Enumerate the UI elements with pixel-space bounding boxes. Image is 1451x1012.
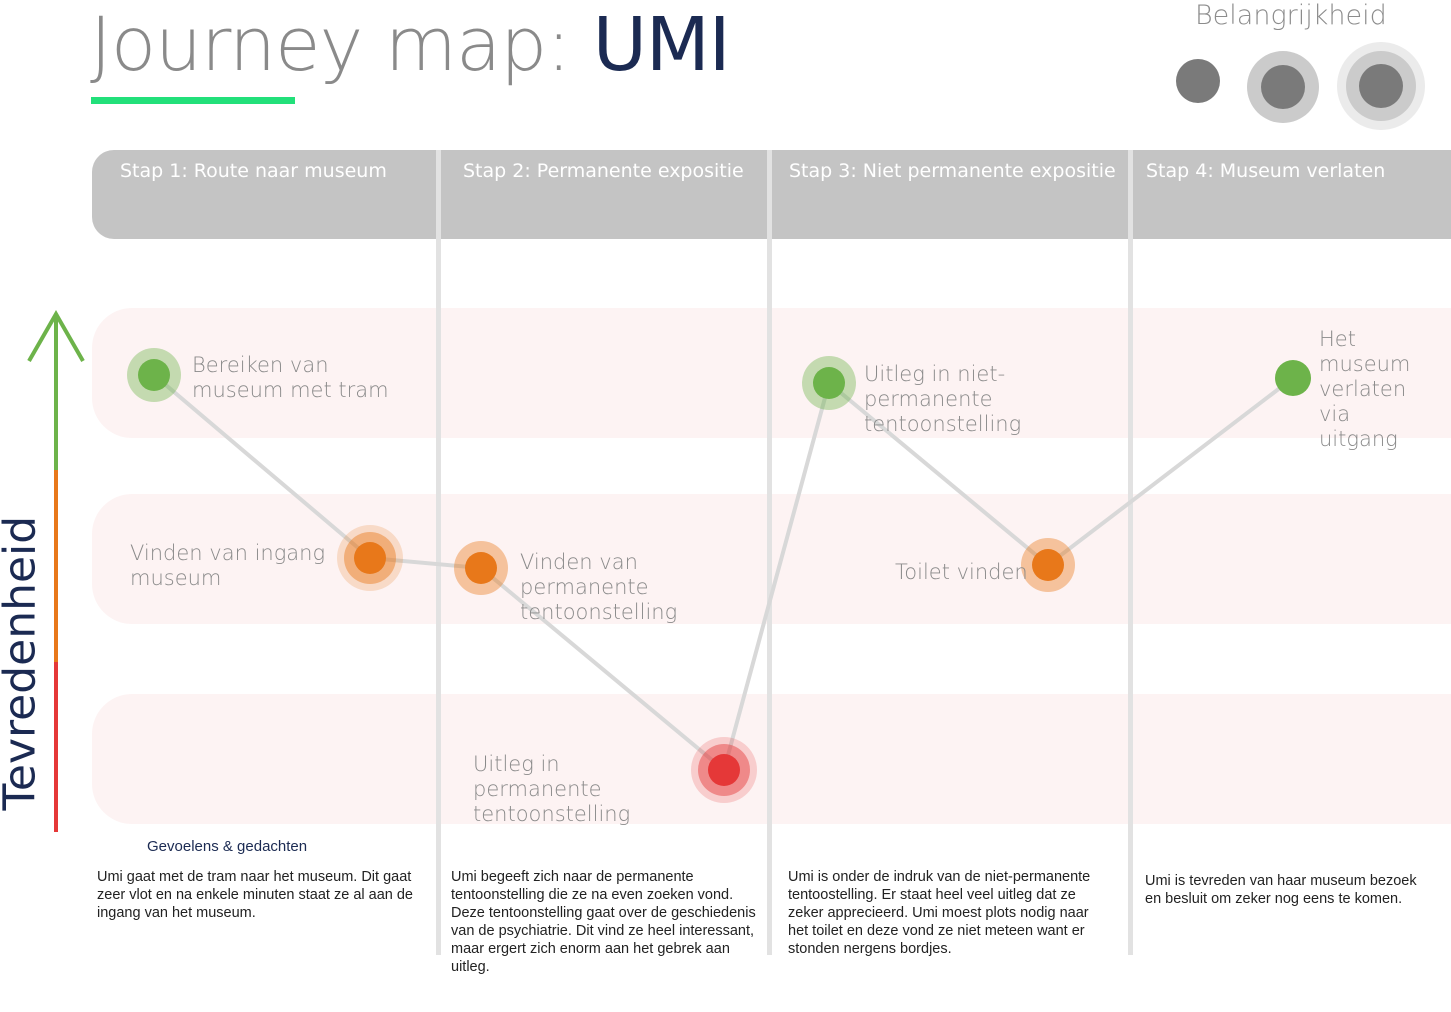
axis-arrow-head [27,309,85,362]
journey-node [337,525,403,591]
node-label: Uitleg in permanente tentoonstelling [473,752,631,826]
stage-label-2: Stap 2: Permanente expositie [463,160,744,182]
stage-label-1: Stap 1: Route naar museum [120,160,387,182]
node-label: Vinden van ingang museum [130,541,326,590]
title-underline [91,97,295,104]
section-heading: Gevoelens & gedachten [147,838,308,855]
legend-importance-medium [1247,51,1319,123]
node-label: Het museum verlaten via uitgang [1319,327,1411,451]
stage-divider [1128,150,1133,955]
stage-divider [767,150,772,955]
journey-node [691,737,757,803]
stage-description-2: Umi begeeft zich naar de permanente tent… [451,869,756,975]
persona-name: UMI [592,2,731,88]
stage-description-1: Umi gaat met de tram naar het museum. Di… [97,869,413,921]
stage-description-4: Umi is tevreden van haar museum bezoek e… [1145,873,1417,907]
stage-label-4: Stap 4: Museum verlaten [1146,160,1386,182]
legend-importance-low [1176,59,1220,103]
legend-title: Belangrijkheid [1195,0,1387,31]
stage-label-3: Stap 3: Niet permanente expositie [789,160,1116,182]
title-prefix: Journey map: [90,2,593,88]
journey-node [454,541,508,595]
journey-node-ring [1275,360,1311,396]
node-label: Vinden van permanente tentoonstelling [520,550,678,624]
journey-node-ring [1032,549,1064,581]
journey-node-ring [138,359,170,391]
journey-node-ring [708,754,740,786]
journey-node [1021,538,1075,592]
node-label: Toilet vinden [895,560,1028,584]
legend-importance-high [1337,42,1425,130]
journey-node-ring [465,552,497,584]
journey-node [1275,360,1311,396]
stage-description-3: Umi is onder de indruk van de niet-perma… [788,869,1091,957]
journey-node [802,356,856,410]
stage-divider [436,150,441,955]
node-label: Bereiken van museum met tram [192,353,389,402]
journey-node-ring [354,542,386,574]
journey-node [127,348,181,402]
page-title: Journey map: UMI [90,2,731,88]
journey-node-ring [813,367,845,399]
node-label: Uitleg in niet-permanente tentoonstellin… [864,362,1022,436]
